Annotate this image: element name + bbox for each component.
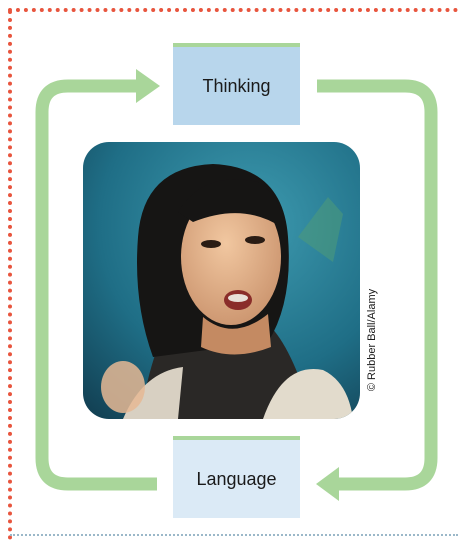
woman-speaking-photo bbox=[83, 142, 360, 419]
photo-credit: © Rubber Ball/Alamy bbox=[366, 288, 378, 392]
arrow-language-to-thinking bbox=[35, 69, 160, 491]
language-label: Language bbox=[196, 468, 277, 489]
dotted-border-bottom bbox=[10, 534, 458, 536]
portrait-illustration bbox=[83, 142, 360, 419]
dotted-border-top bbox=[8, 8, 458, 12]
dotted-border-left bbox=[8, 10, 12, 540]
thinking-label: Thinking bbox=[202, 75, 271, 96]
thinking-box: Thinking bbox=[173, 43, 300, 125]
arrowhead-right-icon bbox=[136, 69, 160, 103]
arrow-thinking-to-language bbox=[316, 79, 438, 501]
arrowhead-left-icon bbox=[316, 467, 339, 501]
language-box: Language bbox=[173, 436, 300, 518]
